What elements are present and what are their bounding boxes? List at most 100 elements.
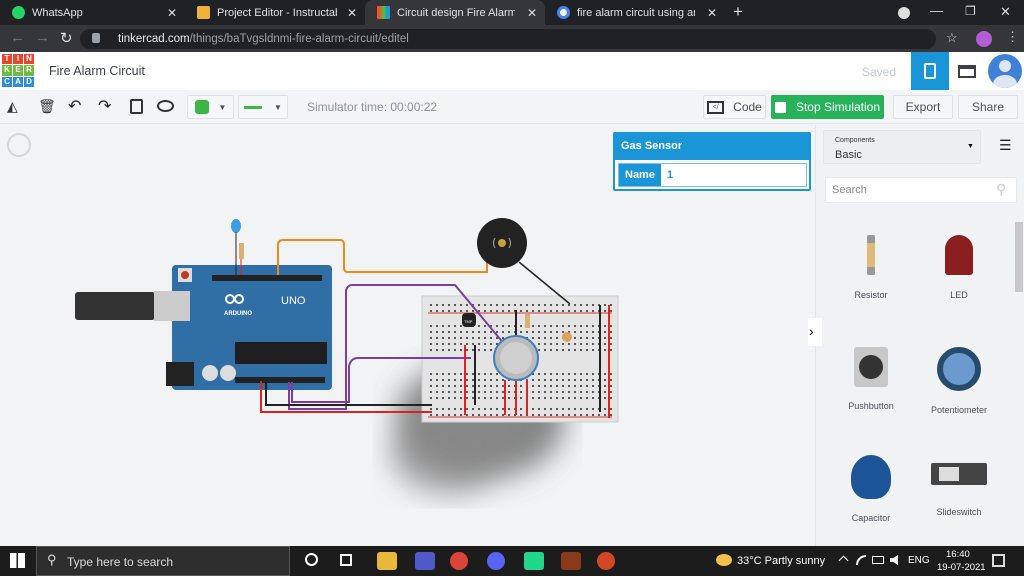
pycharm-icon[interactable]	[524, 552, 544, 570]
blue-led[interactable]	[231, 219, 241, 233]
circuit-canvas[interactable]: ARDUINO UNO TMP	[0, 0, 815, 546]
language-indicator[interactable]: ENG	[908, 555, 930, 566]
circuit-view-button[interactable]	[911, 52, 949, 90]
back-button[interactable]: ←	[10, 29, 25, 46]
rotate-icon[interactable]: ◭	[7, 98, 18, 114]
purple-wire-2[interactable]	[291, 357, 471, 403]
breadboard-hole	[532, 391, 534, 393]
red-power-wire[interactable]	[260, 381, 432, 413]
clock-date[interactable]: 19-07-2021	[937, 562, 986, 573]
bookmark-star-icon[interactable]: ☆	[946, 30, 958, 45]
share-button[interactable]: Share	[958, 95, 1018, 119]
clock-time[interactable]: 16:40	[946, 549, 970, 560]
new-tab-button[interactable]: +	[733, 2, 743, 21]
close-tab-icon[interactable]: ✕	[706, 6, 717, 20]
breadboard-hole	[508, 325, 510, 327]
weather-text[interactable]: 33°C Partly sunny	[737, 555, 826, 567]
component-potentiometer[interactable]: Potentiometer	[915, 347, 1003, 415]
close-window-button[interactable]: ✕	[1000, 4, 1011, 19]
reset-button[interactable]	[181, 271, 189, 279]
tab-google[interactable]: fire alarm circuit using arduino -✕	[545, 0, 725, 25]
url-input[interactable]: tinkercad.com/things/baTvgsldnmi-fire-al…	[80, 29, 936, 49]
breadboard-hole	[436, 343, 438, 345]
component-resistor[interactable]: Resistor	[827, 235, 915, 300]
fit-view-button[interactable]	[7, 133, 31, 157]
resistor[interactable]	[239, 243, 244, 259]
components-dropdown[interactable]: Components Basic ▼	[823, 130, 981, 164]
tab-whatsapp[interactable]: WhatsApp✕	[0, 0, 185, 25]
component-capacitor[interactable]: Capacitor	[827, 455, 915, 523]
export-button[interactable]: Export	[893, 95, 953, 119]
wire-style-picker[interactable]: ▼	[238, 95, 288, 119]
scrollbar[interactable]	[1015, 222, 1023, 292]
component-slideswitch[interactable]: Slideswitch	[915, 455, 1003, 517]
delete-icon[interactable]: 🗑	[38, 98, 56, 114]
breadboard-hole	[526, 310, 528, 312]
breadboard-hole	[466, 310, 468, 312]
teams-icon[interactable]	[415, 552, 435, 570]
wire-style-icon	[244, 105, 263, 109]
list-view-toggle-icon[interactable]: ☰	[999, 137, 1012, 153]
breadboard-hole	[448, 304, 450, 306]
breadboard-hole	[532, 397, 534, 399]
minimize-button[interactable]: —	[930, 3, 943, 18]
code-button[interactable]: </Code	[703, 95, 766, 119]
component-pushbutton[interactable]: Pushbutton	[827, 347, 915, 411]
restore-button[interactable]: ❐	[965, 4, 976, 18]
undo-icon[interactable]: ↶	[68, 98, 82, 115]
close-tab-icon[interactable]: ✕	[346, 6, 357, 20]
notifications-icon[interactable]	[992, 554, 1005, 567]
chrome-icon[interactable]	[450, 552, 468, 570]
project-title[interactable]: Fire Alarm Circuit	[49, 64, 145, 78]
tab-search-icon[interactable]	[898, 7, 910, 19]
battery-icon[interactable]	[872, 556, 884, 564]
menu-kebab-icon[interactable]: ⋮	[1006, 29, 1019, 44]
search-input[interactable]: Search ⚲	[825, 177, 1017, 203]
breadboard-resistor[interactable]	[525, 314, 530, 328]
task-view-icon[interactable]	[340, 554, 352, 566]
redo-icon[interactable]: ↷	[98, 98, 112, 115]
volume-icon[interactable]	[890, 555, 898, 565]
cortana-icon[interactable]	[305, 553, 318, 566]
arduino-uno-board[interactable]	[172, 265, 332, 390]
photoresistor[interactable]	[562, 332, 572, 342]
forward-button[interactable]: →	[35, 29, 50, 46]
tray-chevron-icon[interactable]	[838, 555, 849, 566]
wifi-icon[interactable]	[856, 555, 866, 565]
color-picker[interactable]: ▼	[187, 95, 234, 119]
file-explorer-icon[interactable]	[377, 552, 397, 570]
black-ground-wire[interactable]	[265, 381, 432, 406]
stop-simulation-button[interactable]: Stop Simulation	[771, 95, 884, 119]
component-led[interactable]: LED	[915, 235, 1003, 300]
buzzer-ground-wire[interactable]	[518, 261, 571, 305]
notes-icon[interactable]	[130, 99, 143, 114]
tab-instructables[interactable]: Project Editor - Instructables✕	[185, 0, 365, 25]
list-view-icon[interactable]	[958, 65, 976, 78]
name-input[interactable]: 1	[666, 169, 674, 181]
close-tab-icon[interactable]: ✕	[526, 6, 537, 20]
discord-icon[interactable]	[487, 552, 505, 570]
breadboard-hole	[502, 337, 504, 339]
temperature-sensor[interactable]	[462, 313, 476, 327]
name-field[interactable]: Name 1	[618, 163, 807, 187]
purple-wire-1[interactable]	[288, 284, 506, 410]
breadboard-hole	[478, 391, 480, 393]
tab-tinkercad[interactable]: Circuit design Fire Alarm Circ✕	[365, 0, 545, 25]
profile-avatar[interactable]	[976, 31, 992, 47]
breadboard-hole	[604, 397, 606, 399]
windows-start-icon[interactable]	[10, 553, 25, 568]
user-avatar[interactable]	[988, 54, 1022, 88]
breadboard-hole	[610, 337, 612, 339]
app-icon[interactable]	[561, 552, 581, 570]
collapse-panel-button[interactable]: ›	[808, 318, 822, 346]
breadboard-hole	[610, 408, 612, 410]
visibility-eye-icon[interactable]	[157, 100, 174, 112]
taskbar-search[interactable]: ⚲ Type here to search	[36, 546, 290, 576]
simulator-time: Simulator time: 00:00:22	[307, 100, 438, 114]
powerpoint-icon[interactable]	[597, 552, 615, 570]
close-tab-icon[interactable]: ✕	[166, 6, 177, 20]
breadboard-hole	[430, 379, 432, 381]
orange-wire[interactable]	[277, 239, 488, 275]
reload-button[interactable]: ↻	[60, 30, 73, 47]
